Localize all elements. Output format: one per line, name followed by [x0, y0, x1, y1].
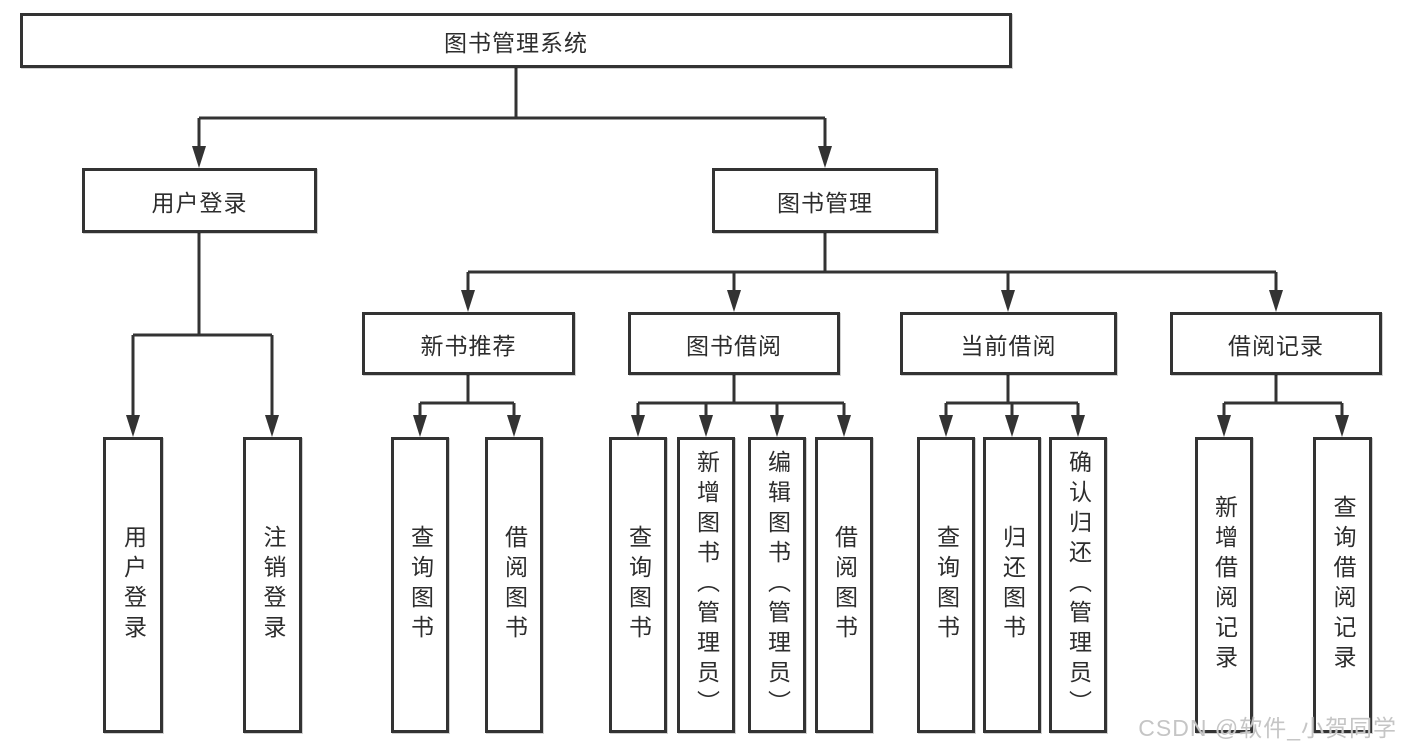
leaf-current-query-books-label: 查询图书: [933, 525, 960, 645]
node-user-login: 用户登录: [82, 168, 317, 233]
connector-book-management: [466, 233, 1278, 294]
leaf-add-borrow-record-label: 新增借阅记录: [1211, 495, 1238, 675]
node-book-borrow: 图书借阅: [628, 312, 840, 375]
leaf-user-login: 用户登录: [103, 437, 163, 733]
connector-borrow-records: [1222, 375, 1344, 419]
leaf-add-borrow-record: 新增借阅记录: [1195, 437, 1253, 733]
leaf-query-borrow-record: 查询借阅记录: [1313, 437, 1372, 733]
leaf-borrow-query-books: 查询图书: [609, 437, 667, 733]
leaf-confirm-return-admin: 确认归还（管理员）: [1049, 437, 1107, 733]
leaf-edit-book-admin: 编辑图书（管理员）: [748, 437, 806, 733]
node-book-management: 图书管理: [712, 168, 938, 233]
csdn-watermark: CSDN @软件_小贺同学: [1138, 715, 1397, 741]
node-borrow-records: 借阅记录: [1170, 312, 1382, 375]
node-borrow-records-label: 借阅记录: [1228, 332, 1324, 359]
connector-book-borrow: [636, 375, 846, 419]
leaf-return-books: 归还图书: [983, 437, 1041, 733]
leaf-borrow-query-books-label: 查询图书: [625, 525, 652, 645]
node-system-root-label: 图书管理系统: [444, 29, 588, 56]
connector-new-book-recommend: [418, 375, 516, 419]
leaf-borrow-borrow-books-label: 借阅图书: [831, 525, 858, 645]
leaf-logout: 注销登录: [243, 437, 302, 733]
node-new-book-recommend-label: 新书推荐: [420, 332, 517, 359]
leaf-logout-label: 注销登录: [260, 525, 286, 645]
leaf-user-login-label: 用户登录: [120, 525, 147, 645]
leaf-add-book-admin: 新增图书（管理员）: [677, 437, 735, 733]
connector-root: [197, 68, 827, 150]
node-new-book-recommend: 新书推荐: [362, 312, 575, 375]
connector-current-borrow: [944, 375, 1080, 419]
connector-user-login: [131, 233, 274, 419]
leaf-recommend-query-books-label: 查询图书: [407, 525, 434, 645]
leaf-add-book-admin-label: 新增图书（管理员）: [693, 450, 720, 720]
node-current-borrow-label: 当前借阅: [960, 332, 1057, 359]
leaf-return-books-label: 归还图书: [999, 525, 1026, 645]
leaf-recommend-borrow-books-label: 借阅图书: [501, 525, 528, 645]
leaf-borrow-borrow-books: 借阅图书: [815, 437, 873, 733]
node-book-borrow-label: 图书借阅: [686, 332, 782, 359]
node-current-borrow: 当前借阅: [900, 312, 1117, 375]
leaf-recommend-query-books: 查询图书: [391, 437, 449, 733]
node-book-management-label: 图书管理: [777, 189, 873, 216]
leaf-edit-book-admin-label: 编辑图书（管理员）: [764, 450, 791, 720]
leaf-query-borrow-record-label: 查询借阅记录: [1330, 495, 1356, 675]
node-user-login-label: 用户登录: [151, 189, 248, 216]
leaf-recommend-borrow-books: 借阅图书: [485, 437, 543, 733]
leaf-confirm-return-admin-label: 确认归还（管理员）: [1065, 450, 1092, 720]
leaf-current-query-books: 查询图书: [917, 437, 975, 733]
node-system-root: 图书管理系统: [20, 13, 1012, 68]
